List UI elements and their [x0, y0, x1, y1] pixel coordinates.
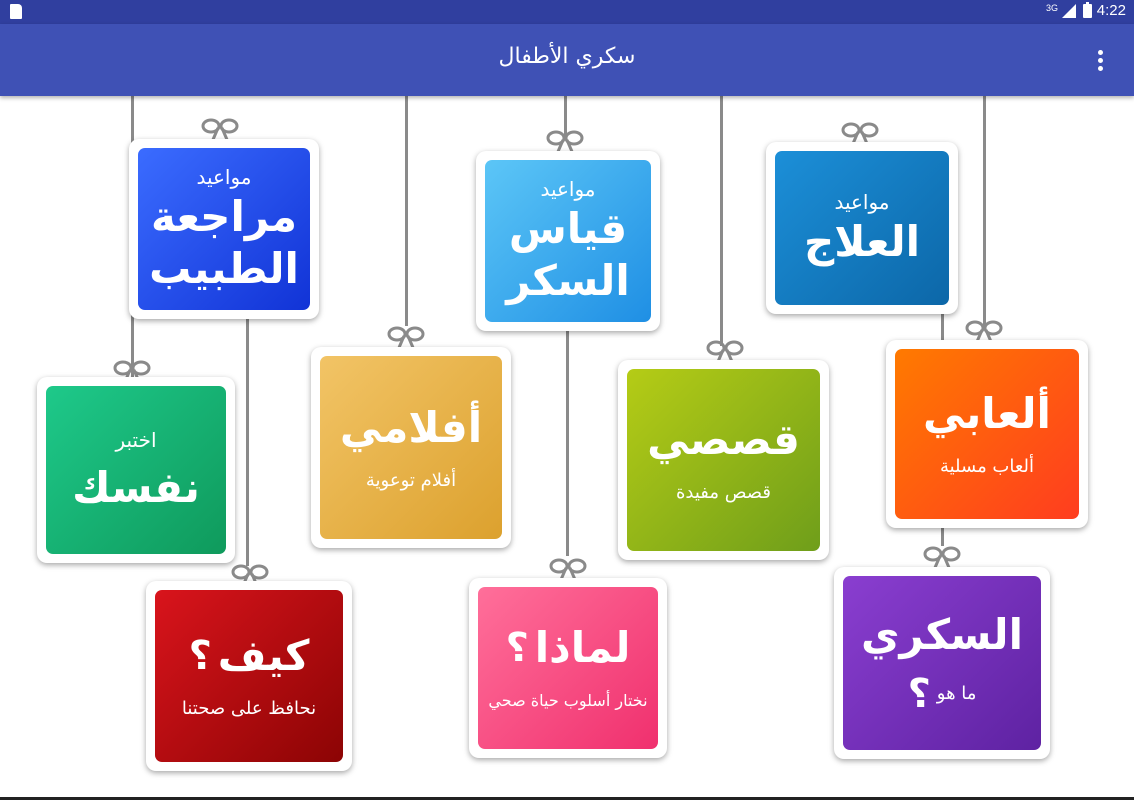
card-why[interactable]: لماذا ؟ نختار أسلوب حياة صحي	[469, 578, 667, 758]
card-test-yourself[interactable]: اختبر نفسك	[37, 377, 235, 563]
card-caption: اختبر	[115, 428, 157, 452]
card-title: ألعابي	[923, 389, 1051, 438]
battery-charging-icon	[1083, 2, 1092, 18]
hanging-string	[566, 326, 569, 556]
more-vert-icon[interactable]	[1086, 48, 1114, 76]
card-caption: مواعيد	[540, 177, 596, 201]
card-doctor-appointments[interactable]: مواعيد مراجعة الطبيب	[129, 139, 319, 319]
card-title: قياس	[508, 204, 628, 253]
card-my-movies[interactable]: أفلامي أفلام توعوية	[311, 347, 511, 548]
app-title: سكري الأطفال	[498, 44, 636, 69]
card-subtitle: نحافظ على صحتنا	[181, 698, 317, 719]
hanging-string	[983, 96, 986, 326]
card-my-games[interactable]: ألعابي ألعاب مسلية	[886, 340, 1088, 528]
card-title: السكري	[861, 610, 1023, 659]
card-title: السكر	[506, 256, 630, 305]
card-title: نفسك	[72, 463, 200, 512]
bottom-divider	[0, 797, 1134, 800]
card-my-stories[interactable]: قصصي قصص مفيدة	[618, 360, 829, 560]
app-bar: سكري الأطفال	[0, 24, 1134, 96]
card-sugar-measurement[interactable]: مواعيد قياس السكر	[476, 151, 660, 331]
question-mark-icon: ؟	[505, 625, 529, 671]
hanging-cards-board: مواعيد مراجعة الطبيب مواعيد قياس السكر م…	[0, 96, 1134, 800]
card-title: لماذا	[534, 623, 631, 672]
hanging-string	[720, 96, 723, 346]
card-caption: مواعيد	[834, 190, 890, 214]
signal-icon	[1062, 4, 1076, 18]
card-title: قصصي	[647, 415, 800, 464]
question-mark-icon: ؟	[188, 633, 212, 679]
card-title: كيف	[217, 631, 310, 680]
hanging-string	[246, 316, 249, 566]
card-title: العلاج	[803, 217, 921, 266]
card-subtitle: نختار أسلوب حياة صحي	[488, 691, 648, 710]
question-mark-icon: ؟	[907, 671, 931, 717]
card-subtitle: ألعاب مسلية	[939, 456, 1035, 477]
network-type-label: 3G	[1045, 3, 1058, 13]
hanging-string	[564, 96, 567, 136]
card-title: أفلامي	[339, 402, 483, 452]
status-bar: 3G 4:22	[0, 0, 1134, 24]
card-subtitle: ما هو	[936, 683, 977, 704]
sd-card-icon	[10, 4, 22, 19]
card-treatment-appointments[interactable]: مواعيد العلاج	[766, 142, 958, 314]
card-subtitle: أفلام توعوية	[365, 469, 457, 491]
card-title: الطبيب	[149, 244, 299, 293]
hanging-string	[405, 96, 408, 326]
card-subtitle: قصص مفيدة	[675, 482, 772, 503]
card-what-is-diabetes[interactable]: السكري ما هو ؟	[834, 567, 1050, 759]
card-title: مراجعة	[151, 192, 297, 241]
card-caption: مواعيد	[196, 165, 252, 189]
clock: 4:22	[1096, 2, 1126, 19]
card-how[interactable]: كيف ؟ نحافظ على صحتنا	[146, 581, 352, 771]
